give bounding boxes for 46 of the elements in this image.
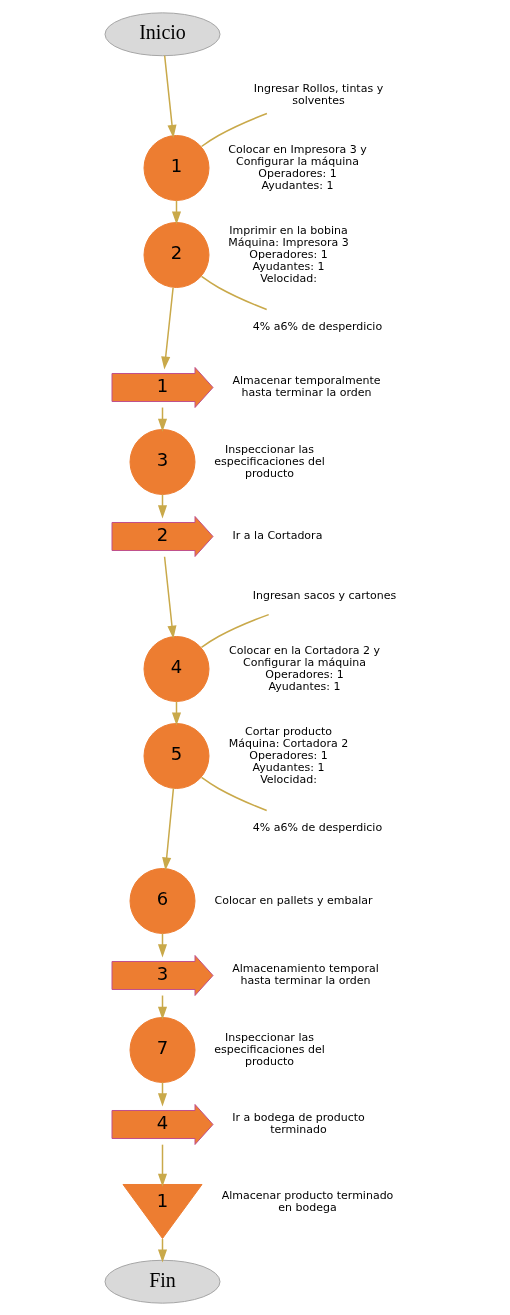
arrow <box>163 555 177 639</box>
node-label: Cortar producto <box>244 724 333 738</box>
node-label: Operadores: 1 <box>265 667 344 681</box>
node-label: Almacenamiento temporal hasta terminar la orden <box>232 961 379 987</box>
node-label: Almacenar producto terminado en bodega <box>221 1188 394 1214</box>
node-label: Máquina: Cortadora 2 <box>228 736 349 750</box>
arrow <box>163 54 177 138</box>
node-label: Almacenar temporalmente hasta terminar la orden <box>232 373 381 399</box>
node-circle: 7 <box>129 1016 196 1083</box>
node-label: Inspeccionar las especificaciones del producto <box>214 1030 325 1068</box>
connector <box>200 613 270 648</box>
node-circle: 1 <box>143 134 210 201</box>
node-label: Ir a bodega de producto terminado <box>232 1110 365 1136</box>
node-text: Ingresan sacos y cartones <box>252 588 397 602</box>
node-label: Imprimir en la bobina <box>229 223 348 237</box>
node-label: Máquina: Impresora 3 <box>228 235 349 249</box>
node-label: Operadores: 1 <box>249 247 328 261</box>
node-ellipse: Inicio <box>104 11 221 56</box>
node-label: Operadores: 1 <box>258 166 337 180</box>
node-label: Ayudantes: 1 <box>268 679 341 693</box>
node-label: Colocar en pallets y embalar <box>214 893 373 907</box>
node-ellipse: Fin <box>104 1259 221 1304</box>
arrow <box>157 1143 168 1187</box>
node-label: Inspeccionar las especificaciones del producto <box>214 442 325 480</box>
node-label: Ir a la Cortadora <box>232 528 323 542</box>
connector <box>200 112 268 147</box>
node-label: Velocidad: <box>260 271 317 285</box>
node-text: Ingresar Rollos, tintas y solventes <box>253 81 384 107</box>
connector <box>200 776 268 811</box>
node-text: 4% a6% de desperdicio <box>252 820 383 834</box>
node-circle: 4 <box>143 635 210 702</box>
node-label: Ayudantes: 1 <box>252 259 325 273</box>
node-circle: 3 <box>129 428 196 495</box>
node-label: Colocar en Impresora 3 y Configurar la máquina <box>228 142 367 168</box>
arrow <box>162 787 175 870</box>
node-label: Operadores: 1 <box>249 748 328 762</box>
node-label: Ayudantes: 1 <box>252 760 325 774</box>
node-circle: 6 <box>129 867 196 934</box>
node-circle: 5 <box>143 722 210 789</box>
node-label: Colocar en la Cortadora 2 y Configurar la máquina <box>229 643 380 669</box>
node-label: Ayudantes: 1 <box>261 178 334 192</box>
arrow <box>161 286 174 370</box>
connector <box>200 275 268 310</box>
node-circle: 2 <box>143 221 210 288</box>
node-text: 4% a6% de desperdicio <box>252 319 383 333</box>
node-label: Velocidad: <box>260 772 317 786</box>
